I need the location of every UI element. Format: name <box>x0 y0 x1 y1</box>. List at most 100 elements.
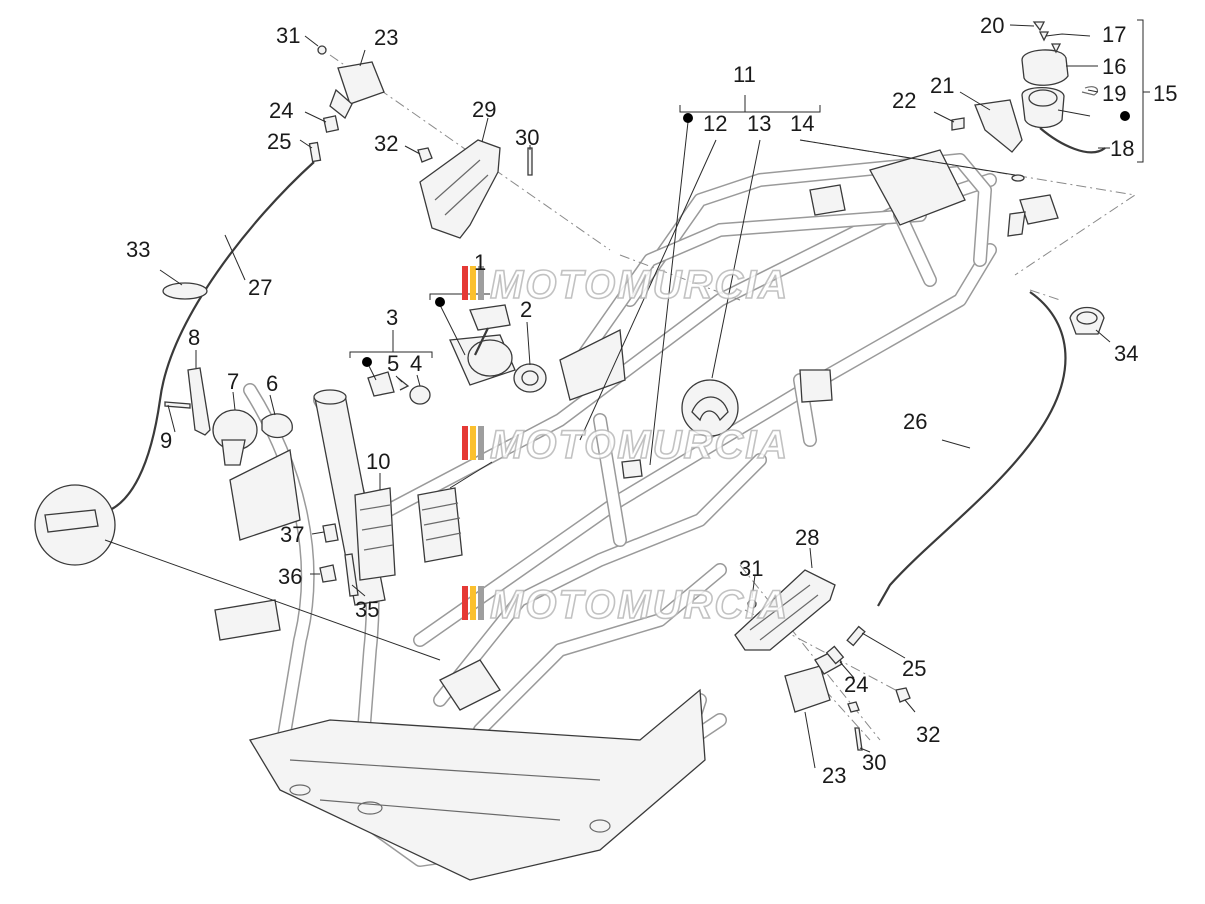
callout-14: 14 <box>790 111 814 136</box>
callout-5: 5 <box>387 351 399 376</box>
callout-25-bottom: 25 <box>902 656 926 681</box>
callout-20: 20 <box>980 13 1004 38</box>
callout-28: 28 <box>795 525 819 550</box>
callout-30-bottom: 30 <box>862 750 886 775</box>
seat-lock-actuator-top <box>322 61 385 133</box>
callout-24-bottom: 24 <box>844 672 868 697</box>
cable-end-top <box>308 141 322 163</box>
watermark-middle: MOTOMURCIA <box>462 422 789 468</box>
callout-11: 11 <box>733 62 756 87</box>
seat-cable-26 <box>877 291 1067 607</box>
callout-7: 7 <box>227 369 239 394</box>
callout-16: 16 <box>1102 54 1126 79</box>
detail-magnifier <box>34 484 441 661</box>
screw-17b <box>1050 43 1062 54</box>
key-switch-lower <box>1007 194 1059 237</box>
nut-31-bottom <box>747 599 757 609</box>
callout-1: 1 <box>474 250 486 275</box>
lock-cylinder <box>513 363 547 393</box>
callout-17: 17 <box>1102 22 1126 47</box>
callout-labels: 1 2 3 4 5 6 7 8 9 10 11 12 13 14 15 16 1… <box>126 13 1177 788</box>
nut-32-top <box>417 147 433 163</box>
watermark-text: MOTOMURCIA <box>490 263 789 307</box>
watermark-top: MOTOMURCIA <box>462 262 789 308</box>
callout-33: 33 <box>126 237 150 262</box>
washer-14 <box>1011 174 1025 182</box>
callout-12: 12 <box>703 111 727 136</box>
ignition-switch-assy <box>449 304 516 386</box>
callout-26: 26 <box>903 409 927 434</box>
callout-24-top: 24 <box>269 98 293 123</box>
screw-20 <box>1032 21 1046 32</box>
ecu-unit <box>417 487 463 563</box>
watermark-stripe <box>462 426 468 460</box>
callout-10: 10 <box>366 449 390 474</box>
watermark-text: MOTOMURCIA <box>490 423 789 467</box>
grommet-12 <box>621 459 643 479</box>
callout-32-bottom: 32 <box>916 722 940 747</box>
callout-31-top: 31 <box>276 23 300 48</box>
seat-cable-27 <box>109 161 315 511</box>
bolt-30-bottom <box>854 727 863 751</box>
release-knob-34 <box>1069 306 1105 335</box>
watermark-stripe <box>478 586 484 620</box>
watermark-bottom: MOTOMURCIA <box>462 582 789 628</box>
clip-37 <box>322 523 339 543</box>
callout-13: 13 <box>747 111 771 136</box>
bolt-30-top <box>527 147 533 176</box>
bolt-9 <box>164 401 191 409</box>
adjuster-24-bottom <box>825 645 845 665</box>
callout-34: 34 <box>1114 341 1138 366</box>
callout-8: 8 <box>188 325 200 350</box>
nut-bottom-small <box>847 701 860 713</box>
callout-32-top: 32 <box>374 131 398 156</box>
callout-31-bottom: 31 <box>739 556 763 581</box>
cable-ring-33 <box>162 282 208 300</box>
watermark-stripe <box>478 426 484 460</box>
watermark-stripe <box>470 426 476 460</box>
clip-35 <box>344 553 359 597</box>
watermark-stripe <box>462 586 468 620</box>
reference-dots <box>362 111 1130 367</box>
lock-group-15 <box>1021 49 1069 129</box>
callout-18: 18 <box>1110 136 1134 161</box>
bracket-8 <box>187 367 211 436</box>
callout-4: 4 <box>410 351 422 376</box>
callout-15: 15 <box>1153 81 1177 106</box>
nut-32-bottom <box>895 687 911 703</box>
plug-13-detail <box>681 379 739 437</box>
callout-21: 21 <box>930 73 954 98</box>
cable-end-25-bottom <box>846 625 866 647</box>
callout-3: 3 <box>386 305 398 330</box>
callout-36: 36 <box>278 564 302 589</box>
callout-37: 37 <box>280 522 304 547</box>
callout-30-top: 30 <box>515 125 539 150</box>
clip-19 <box>1081 86 1098 96</box>
callout-27: 27 <box>248 275 272 300</box>
callout-2: 2 <box>520 297 532 322</box>
watermark-stripe <box>478 266 484 300</box>
callout-23-bottom: 23 <box>822 763 846 788</box>
callout-29: 29 <box>472 97 496 122</box>
callout-22: 22 <box>892 88 916 113</box>
callout-23-top: 23 <box>374 25 398 50</box>
clip-36 <box>319 564 337 583</box>
washer-4 <box>409 385 431 405</box>
cable-18 <box>1039 127 1106 154</box>
bracket-28 <box>734 569 836 651</box>
nut-top <box>317 45 327 55</box>
callout-25-top: 25 <box>267 129 291 154</box>
watermark-stripe <box>470 586 476 620</box>
socket-7 <box>212 409 258 466</box>
screw-22 <box>951 117 965 131</box>
gasket-6 <box>261 413 293 439</box>
leader-lines <box>159 19 1150 769</box>
watermark-text: MOTOMURCIA <box>490 583 789 627</box>
callout-9: 9 <box>160 428 172 453</box>
callout-19: 19 <box>1102 81 1126 106</box>
callout-6: 6 <box>266 371 278 396</box>
bracket-21 <box>974 99 1023 153</box>
callout-35: 35 <box>355 597 379 622</box>
bracket-29 <box>419 139 501 239</box>
